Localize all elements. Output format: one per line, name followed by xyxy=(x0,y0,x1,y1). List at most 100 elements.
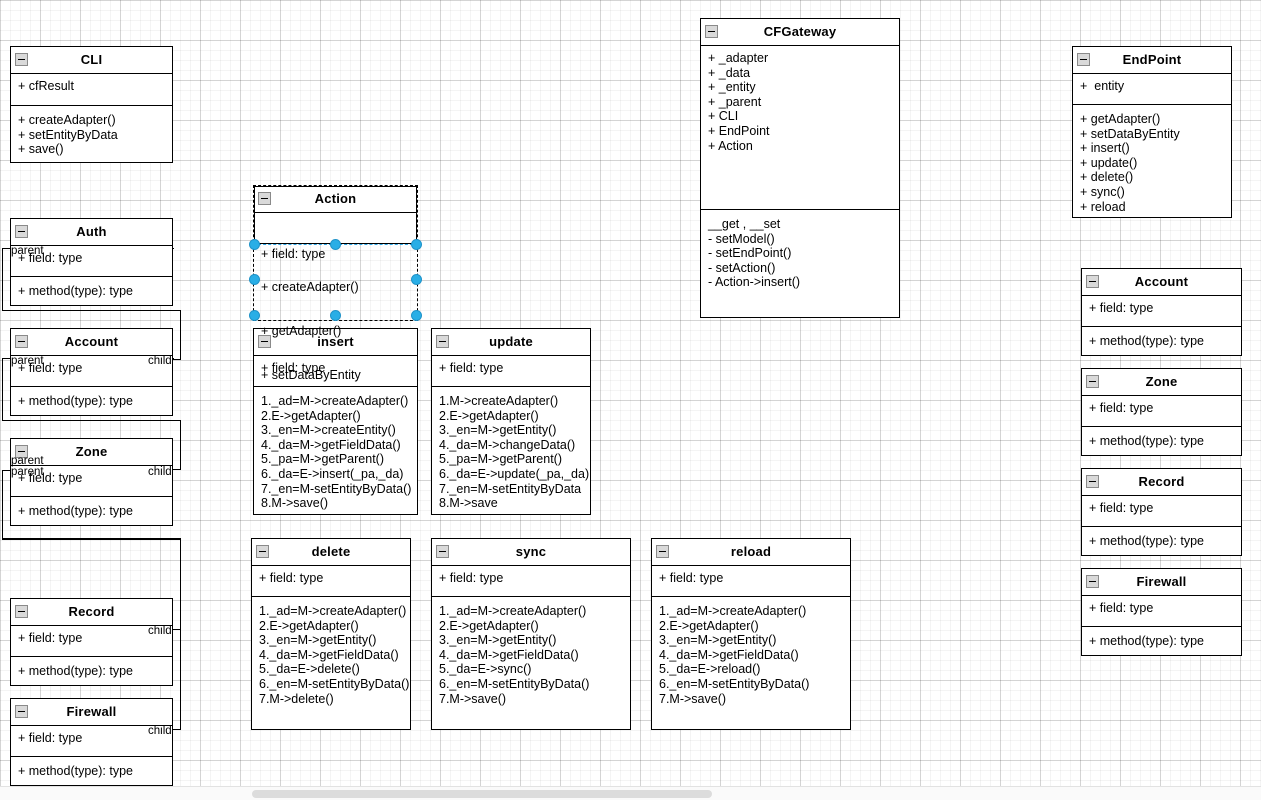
connector-account-zone-bottom[interactable] xyxy=(2,420,180,421)
minus-box-icon[interactable] xyxy=(656,545,669,558)
connector-record-firewall-right[interactable] xyxy=(180,629,181,729)
auth-attributes: + field: type xyxy=(11,246,172,277)
operation-line: 1._ad=M->createAdapter() xyxy=(259,604,407,618)
uml-class-firewall-left[interactable]: Firewall + field: type + method(type): typ… xyxy=(10,698,173,786)
uml-class-zone-right[interactable]: Zone+ field: type+ method(type): type xyxy=(1081,368,1242,456)
minus-box-icon[interactable] xyxy=(15,605,28,618)
uml-class-cli[interactable]: CLI+ cfResult+ createAdapter()+ setEntit… xyxy=(10,46,173,163)
attribute-line: + cfResult xyxy=(18,79,74,93)
uml-class-account-right[interactable]: Account+ field: type+ method(type): type xyxy=(1081,268,1242,356)
operation-line: 5._pa=M->getParent() xyxy=(261,452,384,467)
attribute-line: + field: type xyxy=(261,247,326,262)
uml-class-account-left[interactable]: Account+ field: type+ method(type): type xyxy=(10,328,173,416)
minus-box-icon[interactable] xyxy=(1086,375,1099,388)
operation-line: 4._da=M->getFieldData() xyxy=(261,437,401,452)
connector-account-zone-left[interactable] xyxy=(2,358,3,420)
action-title-row: Action xyxy=(254,186,417,213)
zone-right-attributes: + field: type xyxy=(1082,396,1241,427)
update-title: update xyxy=(489,334,533,349)
firewall-left-operations: + method(type): type xyxy=(11,757,172,784)
connector-zone-parent-stub-left[interactable] xyxy=(2,470,3,538)
cli-title: CLI xyxy=(80,52,103,67)
connector-zone-record-right[interactable] xyxy=(180,538,181,629)
selection-handle-br[interactable] xyxy=(411,310,422,321)
connector-account-zone-right[interactable] xyxy=(180,420,181,469)
connector-auth-account-right[interactable] xyxy=(180,310,181,359)
uml-class-record-left[interactable]: Record+ field: type+ method(type): type xyxy=(10,598,173,686)
horizontal-scrollbar-thumb[interactable] xyxy=(252,790,712,798)
connector-label-child-zone: child xyxy=(148,466,172,478)
minus-box-icon[interactable] xyxy=(1086,275,1099,288)
operation-line: + save() xyxy=(18,142,64,157)
uml-class-zone-left[interactable]: Zone+ field: type+ method(type): type xyxy=(10,438,173,526)
firewall-right-title: Firewall xyxy=(1136,574,1187,589)
attribute-line: + field: type xyxy=(18,731,83,745)
minus-box-icon[interactable] xyxy=(15,335,28,348)
operation-line: + method(type): type xyxy=(1089,534,1204,548)
connector-zone-record-bottom[interactable] xyxy=(2,538,180,540)
operation-line: + method(type): type xyxy=(18,284,133,298)
selection-handle-tl[interactable] xyxy=(249,239,260,250)
operation-line: 6._en=M-setEntityByData() xyxy=(439,676,590,691)
update-title-row: update xyxy=(432,329,590,356)
firewall-left-title: Firewall xyxy=(66,704,117,719)
firewall-right-attributes: + field: type xyxy=(1082,596,1241,627)
uml-class-auth[interactable]: Auth+ field: type + method(type): type xyxy=(10,218,173,306)
operation-line: 3._en=M->getEntity() xyxy=(439,423,557,438)
operation-line: + insert() xyxy=(1080,141,1130,156)
uml-class-delete[interactable]: delete + field: type 1._ad=M->createAdapte… xyxy=(251,538,411,730)
update-operations: 1.M->createAdapter()2.E->getAdapter()3._… xyxy=(432,387,590,516)
record-left-title-row: Record xyxy=(11,599,172,626)
update-attributes: + field: type xyxy=(432,356,590,387)
attribute-line: + field: type xyxy=(18,631,83,645)
minus-box-icon[interactable] xyxy=(258,335,271,348)
minus-box-icon[interactable] xyxy=(1086,475,1099,488)
selection-handle-mr[interactable] xyxy=(411,274,422,285)
operation-line: 7._en=M-setEntityByData xyxy=(439,481,582,496)
operation-line: 2.E->getAdapter() xyxy=(259,618,359,633)
horizontal-scrollbar-track[interactable] xyxy=(0,786,1261,800)
minus-box-icon[interactable] xyxy=(15,225,28,238)
minus-box-icon[interactable] xyxy=(436,335,449,348)
selection-handle-tm[interactable] xyxy=(330,239,341,250)
uml-class-cfgateway[interactable]: CFGateway+ _adapter+ _data+ _entity+ _pa… xyxy=(700,18,900,318)
reload-title-row: reload xyxy=(652,539,850,566)
uml-class-record-right[interactable]: Record+ field: type+ method(type): type xyxy=(1081,468,1242,556)
minus-box-icon[interactable] xyxy=(15,53,28,66)
minus-box-icon[interactable] xyxy=(256,545,269,558)
action-operations[interactable]: + createAdapter() + getAdapter() + setDa… xyxy=(254,244,417,417)
selection-handle-ml[interactable] xyxy=(249,274,260,285)
minus-box-icon[interactable] xyxy=(1077,53,1090,66)
auth-operations: + method(type): type xyxy=(11,277,172,304)
selection-handle-tr[interactable] xyxy=(411,239,422,250)
uml-class-firewall-right[interactable]: Firewall+ field: type+ method(type): typ… xyxy=(1081,568,1242,656)
reload-attributes: + field: type xyxy=(652,566,850,597)
connector-auth-account-left[interactable] xyxy=(2,248,3,310)
delete-title: delete xyxy=(311,544,351,559)
operation-line: 1._ad=M->createAdapter() xyxy=(261,394,409,408)
attribute-line: + entity xyxy=(1080,79,1125,93)
minus-box-icon[interactable] xyxy=(258,192,271,205)
minus-box-icon[interactable] xyxy=(1086,575,1099,588)
uml-class-action[interactable]: Action + field: type + createAdapter() +… xyxy=(253,185,418,382)
minus-box-icon[interactable] xyxy=(15,705,28,718)
connector-label-parent-zone-a: parent xyxy=(11,455,44,467)
operation-line: + getAdapter() xyxy=(261,323,342,338)
minus-box-icon[interactable] xyxy=(15,445,28,458)
operation-line: + update() xyxy=(1080,155,1138,170)
minus-box-icon[interactable] xyxy=(705,25,718,38)
selection-handle-bl[interactable] xyxy=(249,310,260,321)
delete-attributes: + field: type xyxy=(252,566,410,597)
operation-line: 7._en=M-setEntityByData() xyxy=(261,481,412,496)
selection-handle-bm[interactable] xyxy=(330,310,341,321)
auth-title-row: Auth xyxy=(11,219,172,246)
connector-auth-account-bottom[interactable] xyxy=(2,310,180,311)
uml-class-endpoint[interactable]: EndPoint+ entity+ getAdapter()+ setDataB… xyxy=(1072,46,1232,218)
minus-box-icon[interactable] xyxy=(436,545,449,558)
attribute-line: + field: type xyxy=(18,471,83,485)
